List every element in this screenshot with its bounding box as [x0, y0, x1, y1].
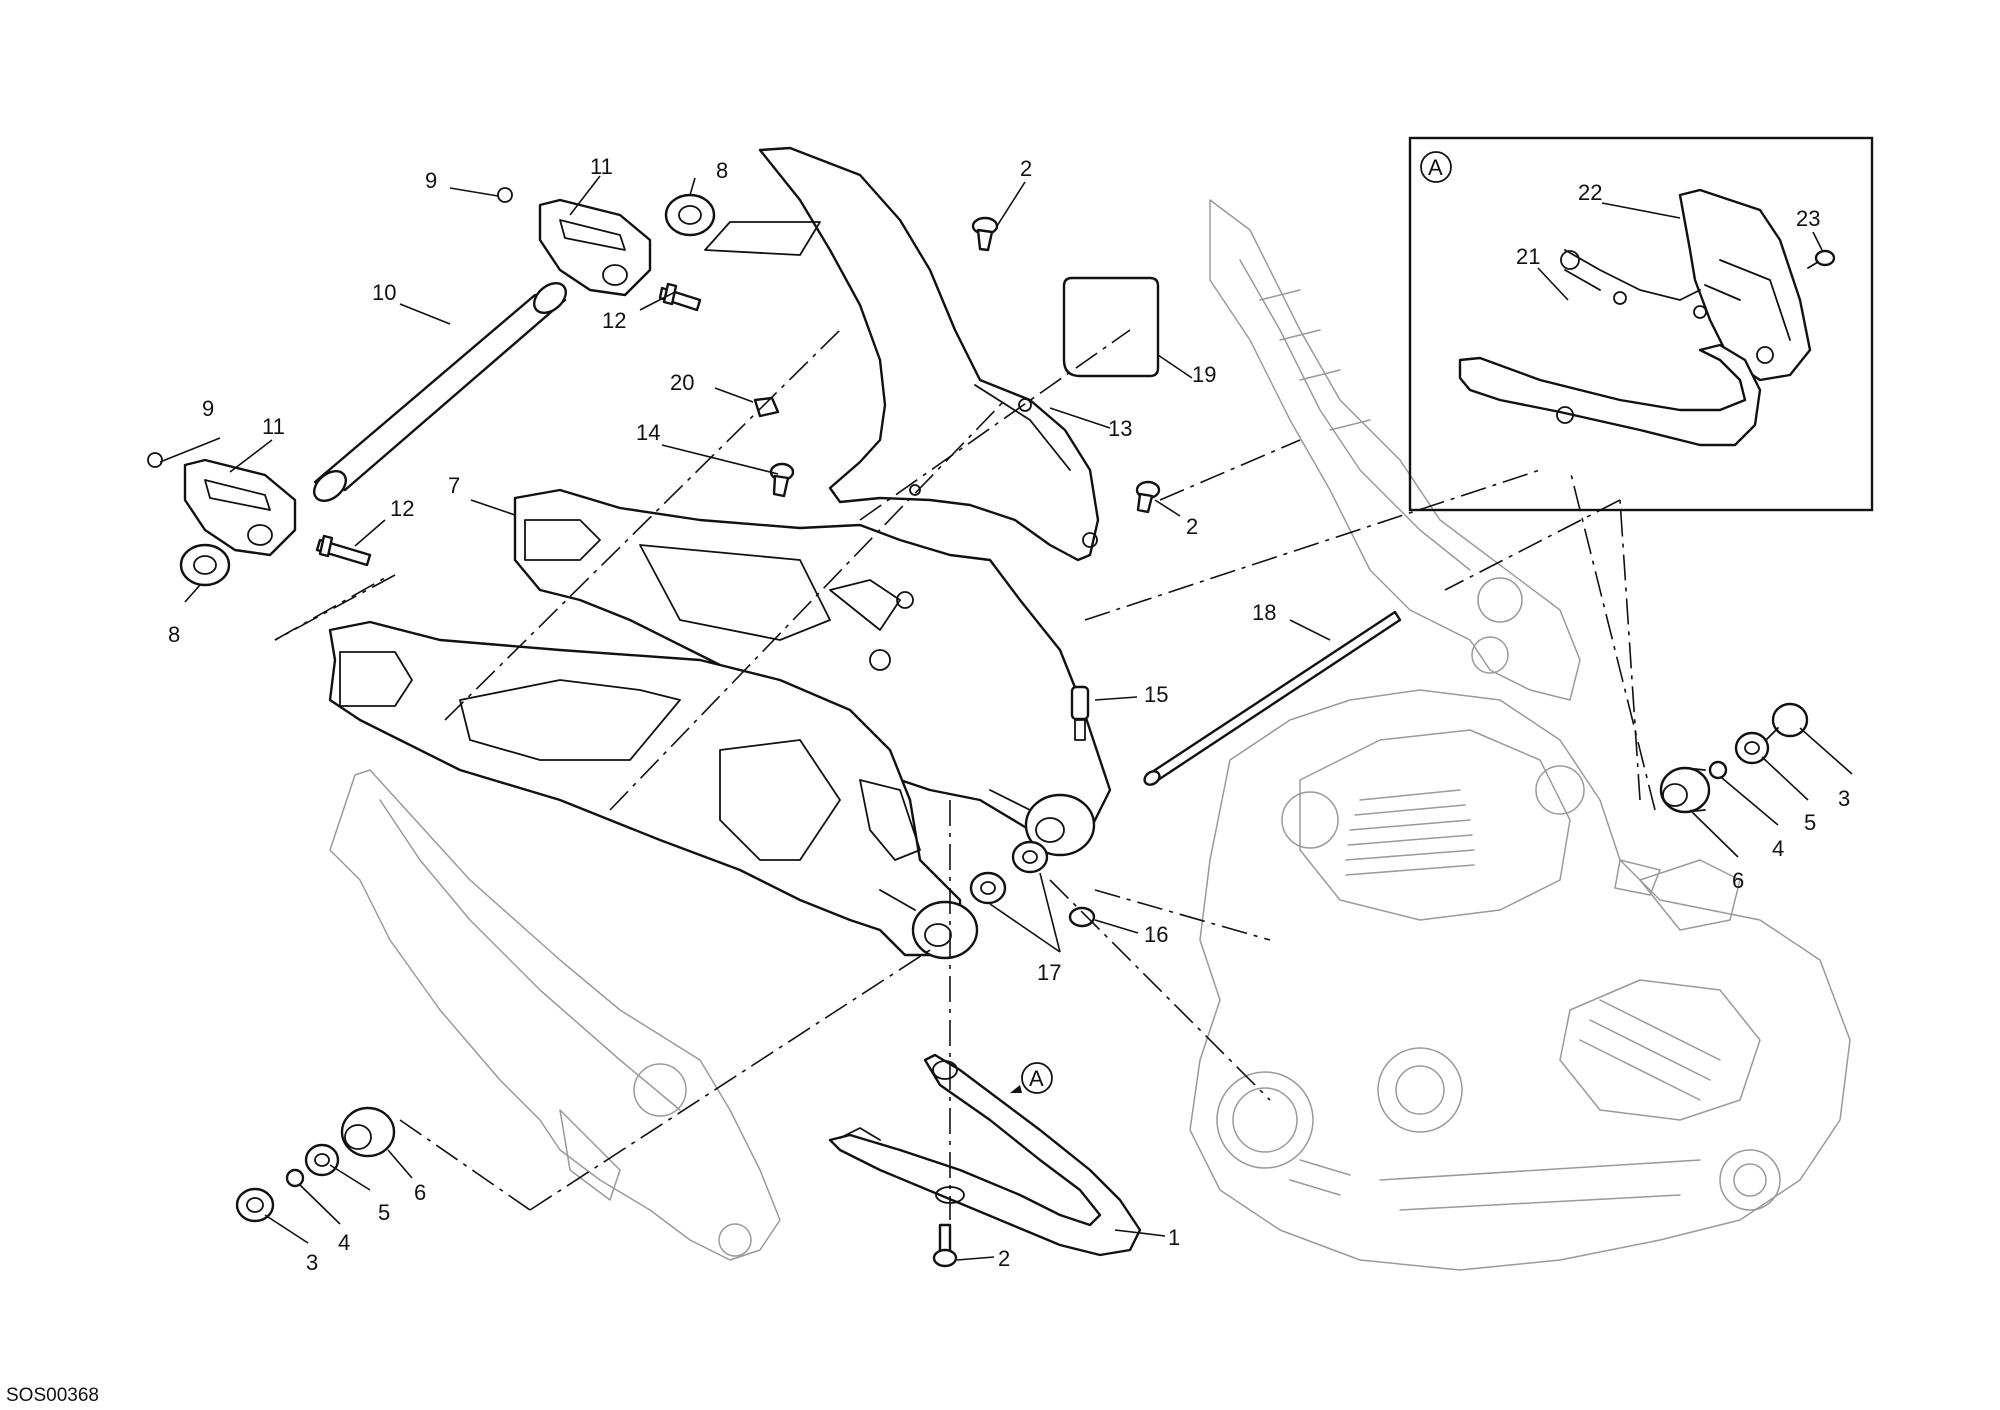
- callout-numbers: 1 2 2 2 3 3 4 4 5 5 6 6 7 8 8 9 9 10 11 …: [168, 154, 1850, 1275]
- bearing-6-left: [340, 1106, 396, 1158]
- callout-7: 7: [448, 473, 460, 498]
- screw-2-right: [1135, 480, 1161, 514]
- bolt-3-right: [1765, 702, 1809, 741]
- washer-17-upper: [1011, 840, 1049, 874]
- callout-9-lower: 9: [202, 396, 214, 421]
- drawing-reference-code: SOS00368: [6, 1385, 99, 1406]
- adjuster-screw-lower: [315, 534, 372, 567]
- pivot-shaft: [1143, 610, 1402, 786]
- callout-6-left: 6: [414, 1180, 426, 1205]
- callout-2-right: 2: [1186, 514, 1198, 539]
- callout-6-right: 6: [1732, 868, 1744, 893]
- chain-adjuster-lower: [183, 458, 297, 557]
- washer-4-right: [1708, 760, 1728, 780]
- callout-2-bottom: 2: [998, 1246, 1010, 1271]
- detail-a-marker-chain: A: [1010, 1062, 1053, 1094]
- assembly-center-lines: [274, 329, 1656, 1220]
- callout-5-left: 5: [378, 1200, 390, 1225]
- spacer-20: [753, 396, 780, 418]
- callout-20: 20: [670, 370, 694, 395]
- callout-22: 22: [1578, 180, 1602, 205]
- callout-11-upper: 11: [590, 154, 613, 179]
- bolt-3-left: [235, 1187, 275, 1223]
- callout-9-upper: 9: [425, 168, 437, 193]
- washer-4-left: [285, 1168, 305, 1188]
- callout-12-lower: 12: [390, 496, 414, 521]
- screw-23: [1807, 249, 1836, 269]
- bearing-6-right: [1659, 766, 1711, 814]
- callout-1: 1: [1168, 1225, 1180, 1250]
- callout-23: 23: [1796, 206, 1820, 231]
- snap-ring-lower: [147, 452, 163, 468]
- callout-4-right: 4: [1772, 836, 1784, 861]
- callout-3-right: 3: [1838, 786, 1850, 811]
- wheel-axle: [313, 282, 567, 502]
- leader-lines: [159, 175, 1853, 1261]
- nut-16: [1068, 906, 1096, 928]
- callout-12-upper: 12: [602, 308, 626, 333]
- callout-16: 16: [1144, 922, 1168, 947]
- callout-17: 17: [1037, 960, 1061, 985]
- swingarm: [328, 488, 1112, 960]
- washer-5-right: [1734, 731, 1770, 765]
- callout-3-left: 3: [306, 1250, 318, 1275]
- engine-ghost-drawing: [1189, 689, 1851, 1271]
- screw-2-top: [971, 216, 999, 252]
- rear-mudguard: [704, 146, 1100, 562]
- snap-ring-upper: [497, 187, 513, 203]
- chain-adjuster-upper: [538, 198, 652, 297]
- svg-text:A: A: [1029, 1066, 1044, 1091]
- callout-5-right: 5: [1804, 810, 1816, 835]
- callout-10: 10: [372, 280, 396, 305]
- washer-5-left: [304, 1143, 340, 1177]
- chain-guard-slider: [828, 1053, 1142, 1257]
- left-frame-plate-ghost: [329, 769, 781, 1261]
- callout-21: 21: [1516, 244, 1540, 269]
- callout-8-upper: 8: [716, 158, 728, 183]
- callout-8-lower: 8: [168, 622, 180, 647]
- pin-15: [1070, 685, 1090, 741]
- washer-17-lower: [969, 871, 1007, 905]
- label-19: [1062, 276, 1160, 378]
- axle-nut-upper: [664, 193, 716, 237]
- callout-15: 15: [1144, 682, 1168, 707]
- callout-14: 14: [636, 420, 660, 445]
- screw-2-bottom: [932, 1223, 958, 1268]
- callout-4-left: 4: [338, 1230, 350, 1255]
- screw-14: [769, 462, 795, 498]
- callout-2-top: 2: [1020, 156, 1032, 181]
- callout-19: 19: [1192, 362, 1216, 387]
- detail-view-a: [1408, 136, 1874, 512]
- callout-11-lower: 11: [262, 414, 285, 439]
- detail-a-marker-box: A: [1428, 155, 1443, 180]
- right-frame-plate-ghost: [1209, 199, 1581, 701]
- callout-18: 18: [1252, 600, 1276, 625]
- callout-13: 13: [1108, 416, 1132, 441]
- axle-nut-lower: [179, 543, 231, 587]
